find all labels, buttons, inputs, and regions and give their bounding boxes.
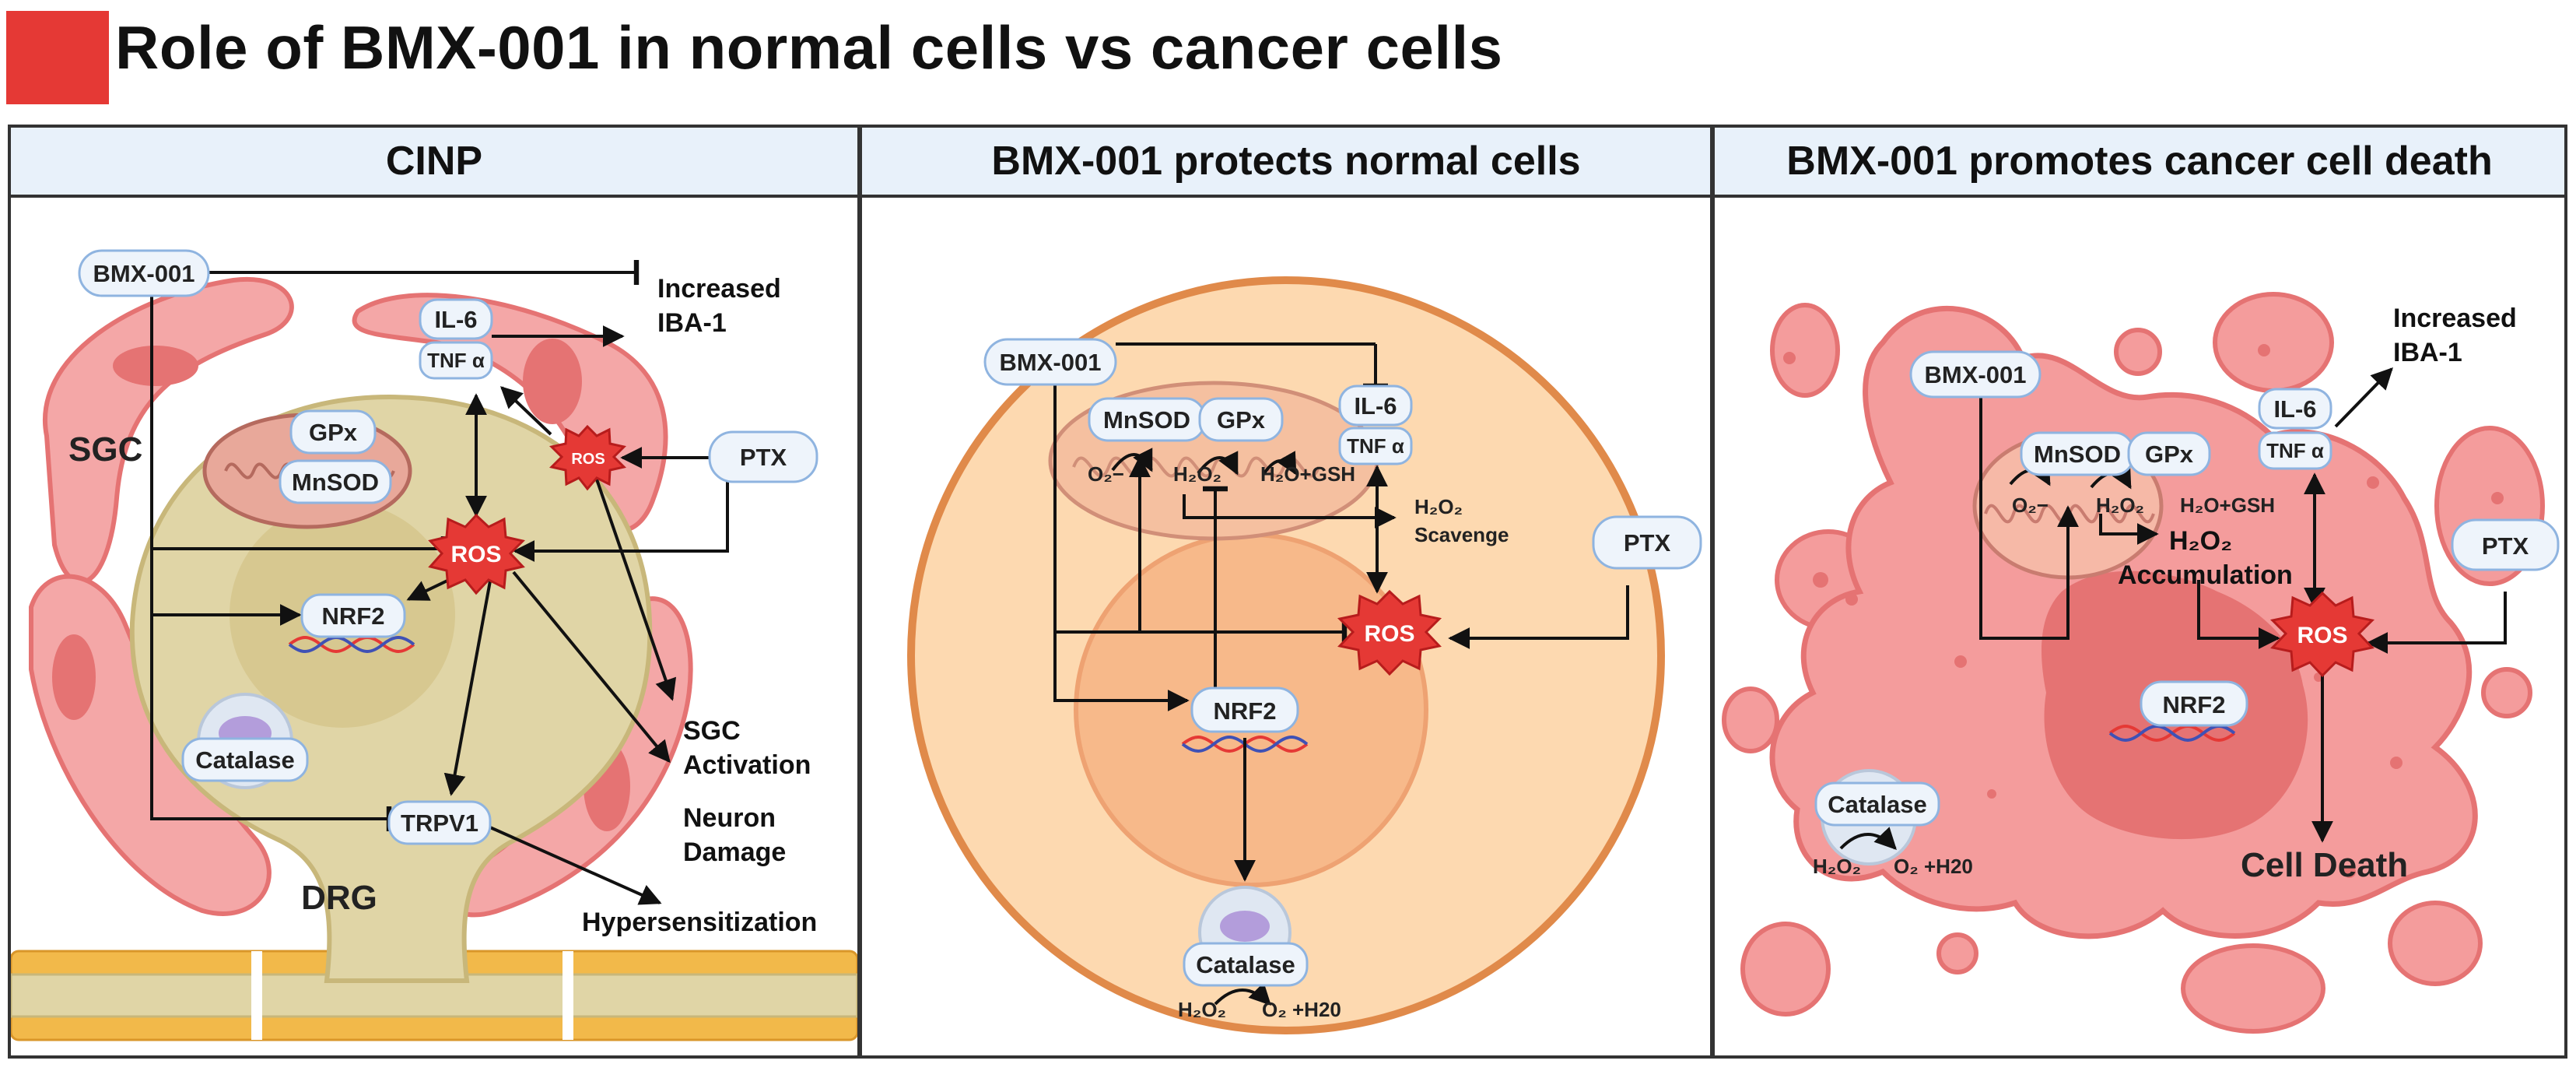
- ros-small-label: ROS: [571, 451, 605, 468]
- neuron-damage-label-1: Neuron: [683, 803, 776, 833]
- h2o2-label-p2: H₂O₂: [1173, 462, 1221, 486]
- ros-label-p3: ROS: [2297, 623, 2347, 648]
- scavenge-label-2: Scavenge: [1414, 523, 1509, 546]
- ros-label: ROS: [450, 542, 501, 567]
- panel-3-header: BMX-001 promotes cancer cell death: [1786, 139, 2492, 184]
- catalase-pill-p1: Catalase: [195, 746, 295, 774]
- drg-label: DRG: [301, 879, 377, 917]
- iba-label-p1: IBA-1: [657, 308, 727, 338]
- hypersensitization-label: Hypersensitization: [582, 908, 817, 937]
- sgc-label: SGC: [68, 430, 142, 469]
- sgc-activation-label-1: SGC: [683, 716, 741, 746]
- h2o-gsh-label-p2: H₂O+GSH: [1260, 462, 1355, 486]
- bmx-pill-p1: BMX-001: [93, 260, 195, 287]
- mnsod-pill-p2: MnSOD: [1103, 406, 1190, 434]
- panel-1-header: CINP: [386, 139, 482, 184]
- gpx-pill-p1: GPx: [309, 419, 358, 446]
- panel-3-pills: [1814, 350, 2560, 827]
- tnf-pill-p2: TNF α: [1347, 434, 1404, 458]
- panel-2-arrows: [1053, 342, 1629, 1006]
- nrf2-pill-p3: NRF2: [2163, 691, 2226, 718]
- iba-label-p3: IBA-1: [2393, 338, 2462, 367]
- panel-2-pills: [983, 338, 1702, 987]
- ros-label-p2: ROS: [1364, 621, 1414, 647]
- panel-1-pills: [78, 249, 818, 845]
- catalase-h2o2-label-p2: H₂O₂: [1178, 998, 1226, 1021]
- o2-label-p3: O₂−: [2012, 493, 2049, 517]
- accumulation-label-1: H₂O₂: [2169, 526, 2232, 556]
- title-color-square: [6, 11, 109, 104]
- catalase-product-label-p3: O₂ +H20: [1894, 855, 1973, 878]
- o2-label-p2: O₂−: [1088, 462, 1124, 486]
- sgc-activation-label-2: Activation: [683, 750, 811, 780]
- panel-2-illustration: [907, 276, 1665, 1034]
- ptx-pill-p2: PTX: [1624, 529, 1671, 557]
- ptx-pill-p1: PTX: [740, 444, 787, 471]
- mnsod-pill-p3: MnSOD: [2034, 441, 2121, 468]
- il6-pill-p3: IL-6: [2273, 395, 2316, 423]
- cell-death-label: Cell Death: [2241, 846, 2408, 884]
- panel-1-arrows: [150, 260, 729, 905]
- il6-pill-p2: IL-6: [1354, 392, 1397, 420]
- scavenge-label-1: H₂O₂: [1414, 495, 1463, 518]
- increased-label-p3: Increased: [2393, 304, 2517, 333]
- catalase-pill-p3: Catalase: [1828, 791, 1927, 818]
- increased-label-p1: Increased: [657, 274, 781, 304]
- ros-star-icon: [428, 513, 525, 595]
- il6-pill-p1: IL-6: [434, 306, 477, 333]
- trpv1-pill: TRPV1: [401, 809, 478, 837]
- h2o-gsh-label-p3: H₂O+GSH: [2180, 493, 2275, 517]
- neuron-damage-label-2: Damage: [683, 837, 786, 867]
- mnsod-pill-p1: MnSOD: [292, 469, 379, 496]
- accumulation-label-2: Accumulation: [2118, 560, 2293, 590]
- catalase-product-label-p2: O₂ +H20: [1262, 998, 1341, 1021]
- ros-star-icon-p3: [2269, 591, 2375, 678]
- h2o2-label-p3: H₂O₂: [2096, 493, 2144, 517]
- ptx-pill-p3: PTX: [2482, 532, 2529, 560]
- page-title: Role of BMX-001 in normal cells vs cance…: [115, 13, 1503, 82]
- catalase-pill-p2: Catalase: [1196, 951, 1295, 978]
- nrf2-pill-p2: NRF2: [1214, 697, 1277, 725]
- tnf-pill-p3: TNF α: [2266, 439, 2324, 462]
- bmx-pill-p3: BMX-001: [1925, 361, 2027, 388]
- bmx-pill-p2: BMX-001: [1000, 349, 1102, 376]
- panel-1-illustration: ROS ROS: [11, 260, 857, 1041]
- gpx-pill-p2: GPx: [1217, 406, 1266, 434]
- ros-star-icon-p2: [1337, 589, 1442, 676]
- gpx-pill-p3: GPx: [2145, 441, 2194, 468]
- tnf-pill-p1: TNF α: [427, 349, 485, 372]
- nrf2-pill-p1: NRF2: [322, 602, 385, 630]
- catalase-h2o2-label-p3: H₂O₂: [1813, 855, 1861, 878]
- ros-small-star-icon: [549, 424, 626, 491]
- panel-2-header: BMX-001 protects normal cells: [991, 139, 1580, 184]
